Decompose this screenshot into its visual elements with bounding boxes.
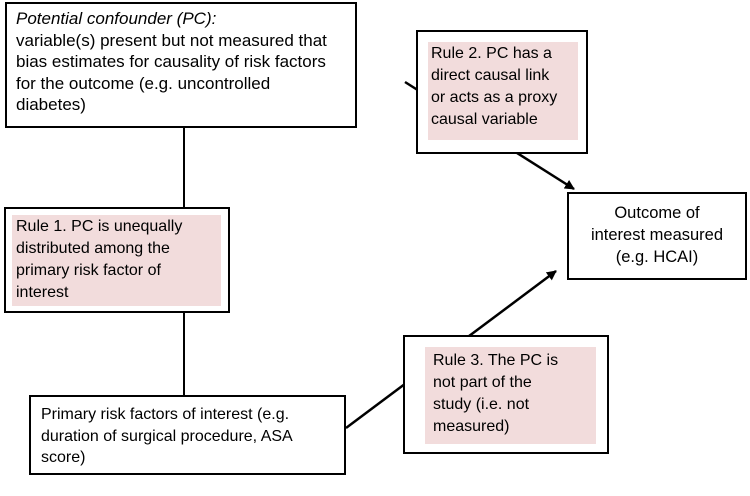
rule2-line-2: direct causal link bbox=[431, 67, 550, 84]
risk-line-2: duration of surgical procedure, ASA bbox=[41, 427, 293, 445]
confounder-line-4: diabetes) bbox=[16, 95, 86, 114]
rule2-highlight: Rule 2. PC has a direct causal link or a… bbox=[428, 42, 578, 140]
rule1-line-3: primary risk factor of bbox=[16, 262, 161, 279]
rule1-highlight: Rule 1. PC is unequally distributed amon… bbox=[12, 215, 221, 306]
confounder-line-3: for the outcome (e.g. uncontrolled bbox=[16, 73, 271, 93]
rule1-line-1: Rule 1. PC is unequally bbox=[16, 218, 183, 235]
rule3-line-4: measured) bbox=[433, 418, 510, 435]
rule3-line-1: Rule 3. The PC is bbox=[433, 352, 559, 369]
rule3-box: Rule 3. The PC is not part of the study … bbox=[403, 335, 609, 454]
rule3-line-2: not part of the bbox=[433, 374, 532, 391]
confounder-box: Potential confounder (PC): variable(s) p… bbox=[5, 2, 357, 128]
confounder-line-1: variable(s) present but not measured tha… bbox=[16, 30, 327, 50]
risk-line-1: Primary risk factors of interest (e.g. bbox=[41, 406, 290, 423]
rule2-line-3: or acts as a proxy bbox=[431, 89, 558, 106]
rule1-box: Rule 1. PC is unequally distributed amon… bbox=[4, 207, 230, 313]
rule3-highlight: Rule 3. The PC is not part of the study … bbox=[425, 347, 596, 444]
rule2-line-1: Rule 2. PC has a bbox=[431, 45, 552, 62]
rule1-line-2: distributed among the bbox=[16, 240, 170, 257]
outcome-box: Outcome of interest measured (e.g. HCAI) bbox=[567, 192, 747, 280]
outcome-line-3: (e.g. HCAI) bbox=[615, 248, 699, 266]
outcome-line-2: interest measured bbox=[590, 226, 724, 244]
rule2-box: Rule 2. PC has a direct causal link or a… bbox=[416, 30, 588, 154]
risk-factors-box: Primary risk factors of interest (e.g. d… bbox=[29, 395, 346, 475]
rule2-line-4: causal variable bbox=[431, 111, 538, 128]
rule3-line-3: study (i.e. not bbox=[433, 396, 530, 413]
risk-line-3: score) bbox=[41, 449, 86, 466]
rule1-line-4: interest bbox=[16, 284, 69, 301]
outcome-line-1: Outcome of bbox=[614, 204, 700, 222]
confounder-line-2: bias estimates for causality of risk fac… bbox=[16, 52, 326, 71]
confounder-title: Potential confounder (PC): bbox=[16, 9, 217, 28]
